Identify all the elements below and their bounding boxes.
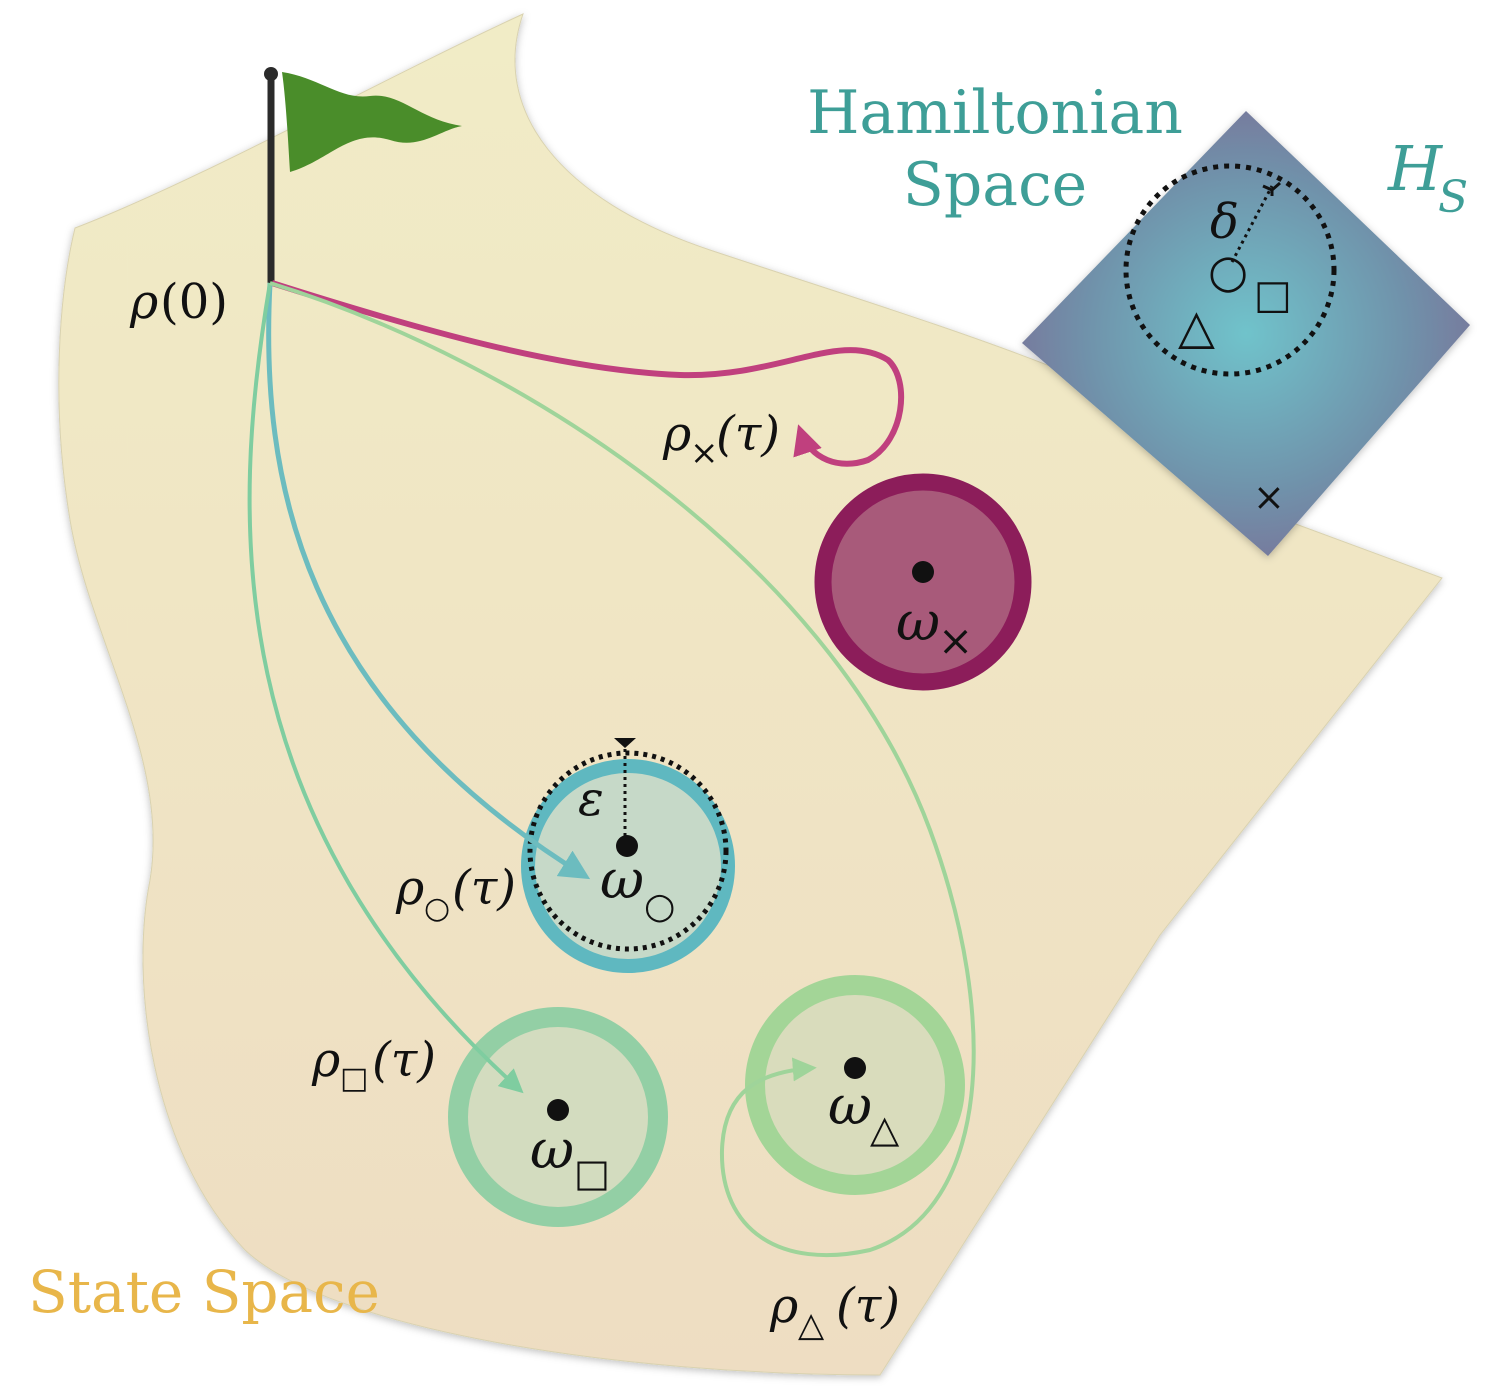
omega-triangle-base: ω [828,1074,872,1137]
rho-x-base: ρ [662,406,691,462]
omega-circle-base: ω [600,848,644,911]
rho-x-sub: × [690,433,719,473]
flag-icon [264,67,462,286]
omega-x-sub: × [938,616,973,665]
state-space-region [58,13,1443,1376]
omega-label-circle: ω ○ [600,848,675,927]
omega-square-sub: □ [574,1151,610,1195]
rho-circle-base: ρ [395,860,424,916]
omega-square-base: ω [530,1118,574,1181]
delta-ball [1123,163,1337,377]
target-ball-circle [521,738,735,973]
rho-square-sub: □ [340,1061,368,1096]
initial-state-label: ρ (0) [129,274,228,330]
omega-label-x: ω × [896,590,973,665]
target-center-circle [616,835,638,857]
omega-label-square: ω □ [530,1118,610,1195]
initial-state-rho: ρ [129,274,158,330]
rho-circle-sub: ○ [424,891,450,926]
omega-x-base: ω [896,590,940,653]
omega-triangle-sub: △ [870,1107,900,1151]
trajectory-label-x: ρ × (τ) [662,406,780,473]
trajectory-x [271,280,905,467]
ham-circle-marker: ○ [1208,244,1248,298]
hamiltonian-space-label-line1: Hamiltonian [807,78,1183,148]
trajectory-label-square: ρ □ (τ) [311,1032,436,1096]
trajectory-label-circle: ρ ○ (τ) [395,860,516,926]
delta-radius [1230,185,1274,263]
hamiltonian-space-label-line2: Space [903,150,1087,220]
hamiltonian-symbol-sub: S [1438,172,1468,223]
ham-cross-marker: × [1253,475,1285,519]
trajectory-triangle [269,281,976,1258]
delta-radius-tick [1262,181,1281,196]
ham-triangle-marker: △ [1178,299,1215,355]
trajectory-label-triangle: ρ △ (τ) [769,1278,900,1345]
rho-square-arg: (τ) [372,1032,436,1088]
trajectory-square [247,282,524,1094]
rho-x-arg: (τ) [716,406,780,462]
epsilon-label: ε [578,771,604,827]
rho-triangle-arg: (τ) [836,1278,900,1334]
omega-circle-sub: ○ [644,886,675,927]
hamiltonian-symbol-base: H [1387,132,1444,205]
epsilon-radius-tick [614,738,636,748]
rho-triangle-sub: △ [798,1305,825,1345]
hamiltonian-space-region: δ ○ □ △ × [1022,111,1470,556]
rho-triangle-base: ρ [769,1278,798,1334]
rho-circle-arg: (τ) [452,860,516,916]
state-space-label: State Space [28,1258,380,1326]
trajectory-circle [266,282,591,880]
ham-square-marker: □ [1254,272,1292,318]
target-center-x [912,561,934,583]
rho-square-base: ρ [311,1032,340,1088]
delta-label: δ [1210,194,1239,250]
target-center-square [547,1099,569,1121]
epsilon-ball [527,750,729,952]
initial-state-paren: (0) [160,274,228,330]
target-center-triangle [844,1057,866,1079]
hamiltonian-symbol: H S [1387,132,1468,223]
omega-label-triangle: ω △ [828,1074,900,1151]
